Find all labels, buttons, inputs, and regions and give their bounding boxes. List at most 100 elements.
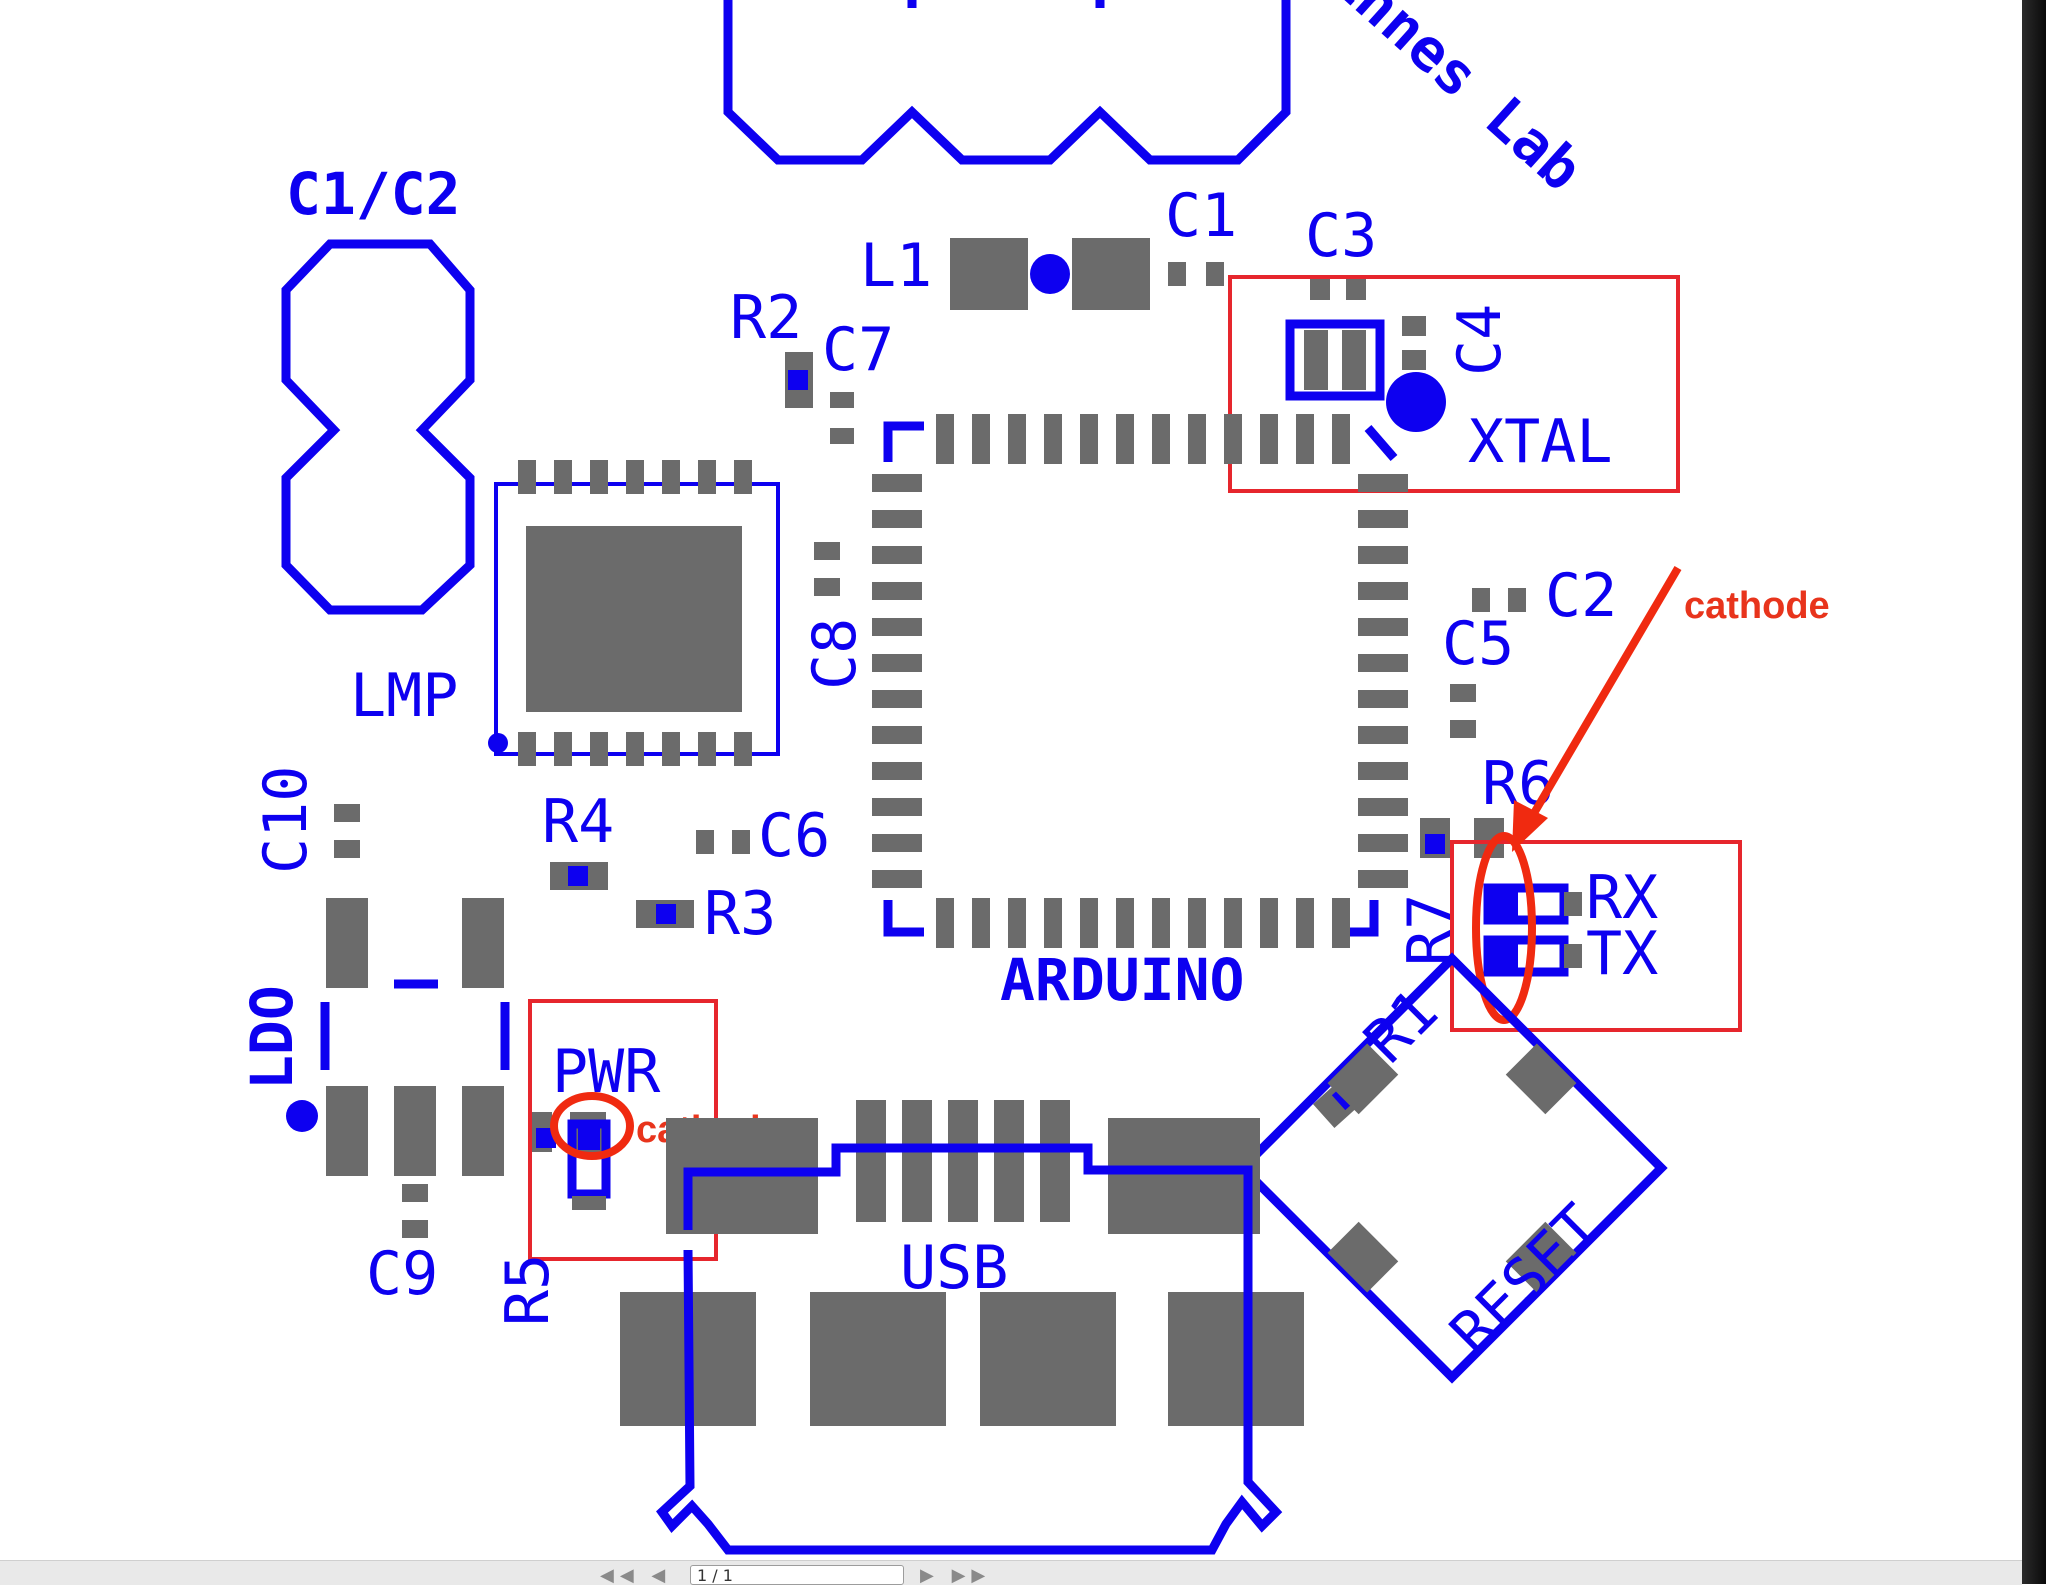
usb-pin-pad <box>948 1100 978 1222</box>
label-r5: R5 <box>493 1254 563 1326</box>
xtal-highlight-box <box>1228 275 1680 493</box>
lmp-pad <box>698 460 716 494</box>
qfp-pad <box>1358 726 1408 744</box>
qfp-pad <box>872 834 922 852</box>
pwr-cathode-circle <box>550 1092 634 1160</box>
label-arduino: ARDUINO <box>1000 946 1244 1014</box>
lmp-pad <box>626 460 644 494</box>
lmp-pad <box>554 732 572 766</box>
qfp-pad <box>872 690 922 708</box>
qfp-pad <box>872 618 922 636</box>
qfp-pad <box>872 654 922 672</box>
qfp-pad <box>936 898 954 948</box>
qfp-pad <box>872 510 922 528</box>
qfp-pad <box>1044 898 1062 948</box>
lmp-pad <box>554 460 572 494</box>
label-c8: C8 <box>800 618 870 690</box>
qfp-pad <box>1008 414 1026 464</box>
window-edge <box>2022 0 2046 1584</box>
qfp-pad <box>1358 690 1408 708</box>
c1c2-outline <box>281 239 475 615</box>
qfp-pad <box>1358 834 1408 852</box>
arduino-chip <box>872 414 1408 948</box>
usb-pin-pad <box>1040 1100 1070 1222</box>
label-c6: C6 <box>758 801 830 871</box>
top-header-outline <box>723 0 1291 165</box>
qfp-pad <box>1260 414 1278 464</box>
qfp-pad <box>1080 898 1098 948</box>
qfp-pad <box>1224 898 1242 948</box>
label-ldo: LDO <box>238 985 306 1090</box>
qfp-pad <box>872 546 922 564</box>
qfp-pad <box>1260 898 1278 948</box>
cathode-arrow-head <box>1512 800 1548 852</box>
lmp-pad <box>662 460 680 494</box>
annotation-cathode-rxtx: cathode <box>1684 585 1830 627</box>
qfp-pad <box>1332 414 1350 464</box>
lmp-pad <box>518 732 536 766</box>
rxtx-highlight-box <box>1450 840 1742 1032</box>
qfp-pad <box>1358 510 1408 528</box>
qfp-pad <box>1116 414 1134 464</box>
qfp-pad <box>972 898 990 948</box>
label-c1: C1 <box>1165 181 1237 251</box>
qfp-pad <box>1358 798 1408 816</box>
viewer-toolbar: ◀◀ ◀ 1 / 1 ▶ ▶▶ <box>0 1560 2022 1586</box>
label-c7: C7 <box>822 315 894 385</box>
label-c3: C3 <box>1305 201 1377 271</box>
cathode-arrow-line <box>1526 565 1682 823</box>
page-number-field[interactable]: 1 / 1 <box>690 1565 904 1585</box>
qfp-pad <box>1008 898 1026 948</box>
lmp-pad <box>734 460 752 494</box>
lmp-pad <box>698 732 716 766</box>
lmp-pad <box>734 732 752 766</box>
qfp-pad <box>1116 898 1134 948</box>
usb-connector <box>620 1100 1304 1555</box>
rxtx-cathode-circle <box>1472 832 1536 1024</box>
qfp-pad <box>872 726 922 744</box>
qfp-pad <box>1224 414 1242 464</box>
label-tx: TX <box>1586 919 1658 989</box>
qfp-pad <box>1358 474 1408 492</box>
qfp-pad <box>1358 582 1408 600</box>
qfp-pad <box>1296 414 1314 464</box>
qfp-pad <box>1152 898 1170 948</box>
qfp-pad <box>1296 898 1314 948</box>
qfp-pad <box>872 798 922 816</box>
qfp-pad <box>1188 898 1206 948</box>
qfp-pad <box>1332 898 1350 948</box>
usb-pin-pad <box>856 1100 886 1222</box>
qfp-pad <box>936 414 954 464</box>
label-c2: C2 <box>1545 561 1617 631</box>
label-c5: C5 <box>1442 609 1514 679</box>
label-c9: C9 <box>366 1239 438 1309</box>
reset-button-footprint <box>1236 952 1668 1384</box>
usb-pin-pad <box>994 1100 1024 1222</box>
qfp-pad <box>872 582 922 600</box>
qfp-pad <box>1044 414 1062 464</box>
nav-prev-buttons[interactable]: ◀◀ ◀ <box>600 1565 672 1586</box>
qfp-pad <box>972 414 990 464</box>
qfp-pad <box>1358 762 1408 780</box>
label-c4: C4 <box>1445 304 1515 376</box>
label-r3: R3 <box>704 879 776 949</box>
label-usb: USB <box>900 1233 1008 1303</box>
pcb-silkscreen-diagram: Linnes Lab C1/C2 L1 C1 C3 C4 XTAL R2 C7 … <box>238 0 1830 1555</box>
label-l1: L1 <box>860 231 932 301</box>
qfp-pad <box>1152 414 1170 464</box>
lmp-pad <box>626 732 644 766</box>
label-xtal: XTAL <box>1468 407 1613 477</box>
qfp-pad <box>1358 654 1408 672</box>
label-c1c2: C1/C2 <box>286 160 461 228</box>
qfp-pad <box>1080 414 1098 464</box>
usb-pin-pad <box>902 1100 932 1222</box>
label-lmp: LMP <box>350 661 458 731</box>
label-r2: R2 <box>730 283 802 353</box>
qfp-pad <box>1358 546 1408 564</box>
lmp-pad <box>518 460 536 494</box>
nav-next-buttons[interactable]: ▶ ▶▶ <box>920 1565 992 1586</box>
label-c10: C10 <box>251 766 321 874</box>
qfp-pad <box>1358 618 1408 636</box>
lmp-chip <box>488 460 780 766</box>
qfp-pad <box>872 870 922 888</box>
